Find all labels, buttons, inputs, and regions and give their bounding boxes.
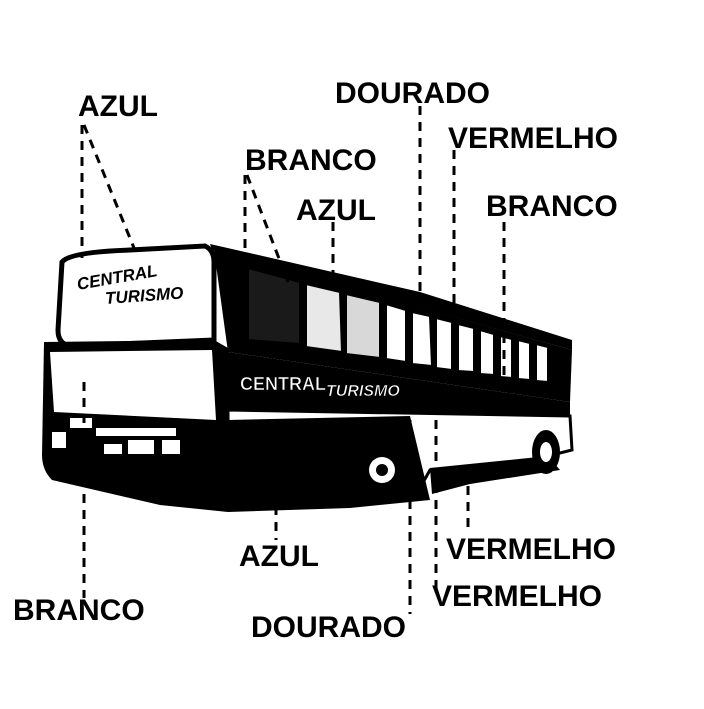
leader-azul-top-left-b (82, 124, 136, 249)
label-branco-bottom-left: BRANCO (13, 594, 145, 627)
label-dourado-bottom: DOURADO (251, 611, 406, 644)
bus-side-rear-skirt (430, 456, 560, 494)
side-logo-line1: CENTRAL (240, 374, 326, 394)
label-vermelho-top: VERMELHO (448, 122, 619, 155)
rear-wheel (348, 436, 416, 504)
leader-branco-upper-b (245, 174, 290, 283)
label-branco-upper: BRANCO (245, 144, 377, 177)
bus: CENTRAL TURISMO CENTRAL TURISMO (42, 243, 574, 512)
side-logo-line2: TURISMO (326, 383, 400, 400)
label-branco-right: BRANCO (486, 190, 618, 223)
label-vermelho-bottom: VERMELHO (432, 580, 603, 613)
label-dourado-top: DOURADO (335, 77, 490, 110)
label-azul-upper: AZUL (296, 194, 376, 227)
leader-lines (80, 106, 506, 614)
label-azul-bottom: AZUL (239, 540, 319, 573)
label-azul-top-left: AZUL (78, 90, 158, 123)
side-windows (247, 266, 549, 384)
bus-side-stripe (228, 352, 570, 416)
bus-roof-line (210, 244, 572, 350)
bus-rear-white-band (50, 350, 216, 420)
bus-rear-panel (55, 243, 217, 349)
front-wheel (532, 430, 560, 474)
label-vermelho-lower-right: VERMELHO (446, 533, 617, 566)
rear-lights (52, 418, 180, 454)
